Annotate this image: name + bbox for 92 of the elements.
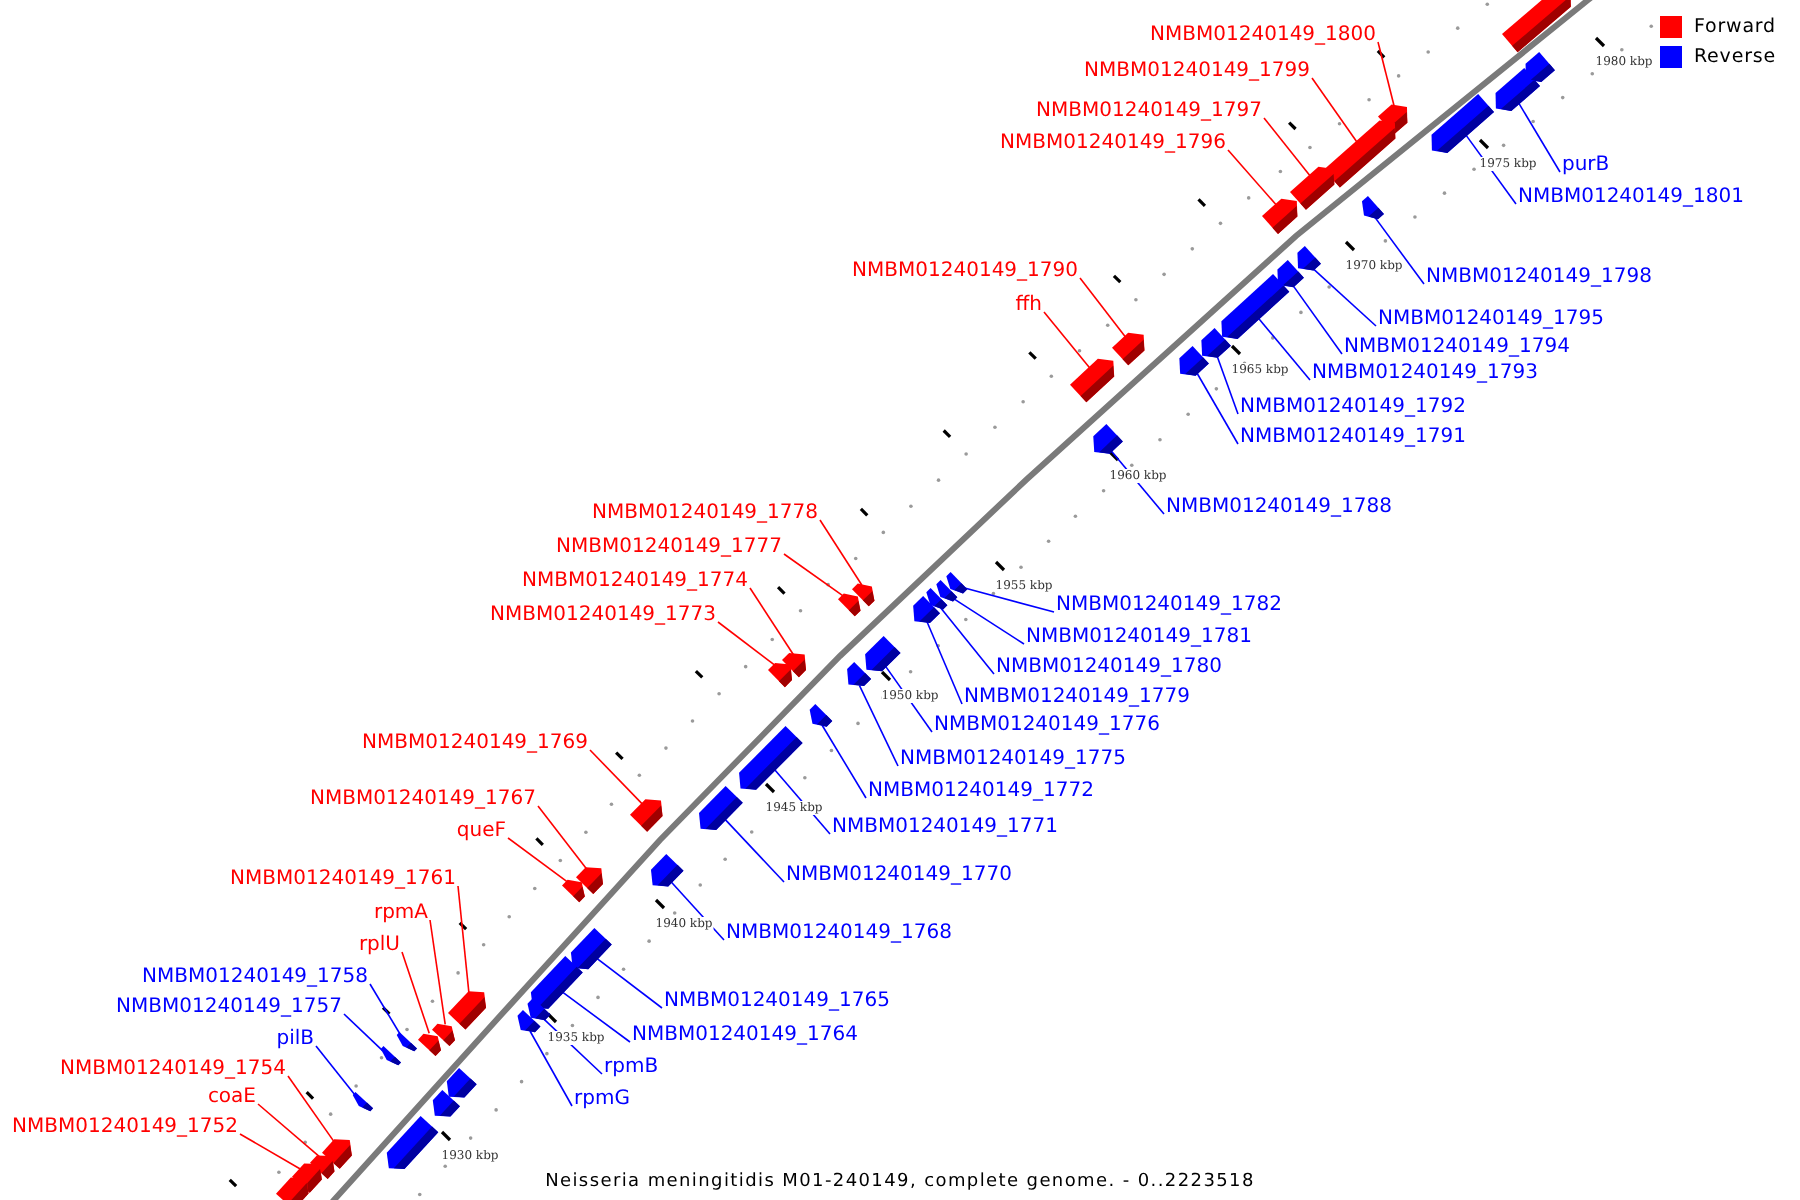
leader-line <box>1043 311 1092 371</box>
leader-line <box>559 989 631 1043</box>
gene-label: NMBM01240149_1792 <box>1240 396 1466 420</box>
leader-line <box>401 951 430 1034</box>
legend-label: Forward <box>1693 16 1776 38</box>
leader-line <box>1373 215 1425 285</box>
leader-line <box>507 837 571 885</box>
gene-label: NMBM01240149_1779 <box>964 686 1190 710</box>
leader-line <box>429 919 446 1026</box>
gene-label: NMBM01240149_1757 <box>116 996 342 1020</box>
leader-line <box>1377 41 1395 107</box>
gene-block <box>378 1046 402 1069</box>
gene-label: rpmA <box>373 902 428 926</box>
gene-label: NMBM01240149_1781 <box>1026 626 1252 650</box>
gene-label: NMBM01240149_1798 <box>1426 266 1652 290</box>
gene-label: NMBM01240149_1790 <box>852 260 1078 284</box>
gene-block <box>418 1028 447 1057</box>
gene-label: NMBM01240149_1758 <box>142 966 368 990</box>
gene-label: NMBM01240149_1767 <box>310 788 536 812</box>
gene-label: NMBM01240149_1777 <box>556 536 782 560</box>
leader-line <box>1256 315 1311 381</box>
leader-line <box>343 1013 384 1052</box>
leader-line <box>593 955 663 1009</box>
leader-line <box>1263 117 1313 179</box>
leader-line <box>239 1133 304 1171</box>
gene-label: NMBM01240149_1780 <box>996 656 1222 680</box>
gene-label: purB <box>1562 154 1610 178</box>
gene-label: NMBM01240149_1764 <box>632 1024 858 1048</box>
gene-label: NMBM01240149_1774 <box>522 570 748 594</box>
legend-label: Reverse <box>1693 46 1776 68</box>
gene-block <box>562 874 591 903</box>
gene-label: NMBM01240149_1769 <box>362 732 588 756</box>
gene-label: rpmB <box>604 1056 659 1080</box>
gene-label: NMBM01240149_1772 <box>868 780 1094 804</box>
gene-label: NMBM01240149_1776 <box>934 714 1160 738</box>
leader-line <box>668 879 725 941</box>
leader-line <box>821 724 867 799</box>
gene-label: NMBM01240149_1765 <box>664 990 890 1014</box>
leader-line <box>257 1103 321 1158</box>
gene-label: NMBM01240149_1791 <box>1240 426 1466 450</box>
gene-label: NMBM01240149_1775 <box>900 748 1126 772</box>
gene-label: NMBM01240149_1770 <box>786 864 1012 888</box>
leader-line <box>369 983 402 1036</box>
gene-label: NMBM01240149_1788 <box>1166 496 1392 520</box>
caption: Neisseria meningitidis M01-240149, complete genome. - 0..2223518 <box>545 1172 1255 1192</box>
leader-line <box>529 1030 573 1107</box>
leader-line <box>287 1075 337 1145</box>
gene-label: NMBM01240149_1768 <box>726 922 952 946</box>
gene-label: NMBM01240149_1800 <box>1150 24 1376 48</box>
leader-line <box>457 885 470 997</box>
gene-label: NMBM01240149_1782 <box>1056 594 1282 618</box>
gene-label: queF <box>456 820 506 844</box>
gene-label: NMBM01240149_1778 <box>592 502 818 526</box>
leader-line <box>819 519 863 586</box>
gene-block <box>394 1032 418 1055</box>
gene-label: rpmG <box>574 1088 630 1112</box>
leader-line <box>1291 283 1343 355</box>
gene-label: pilB <box>276 1028 314 1052</box>
gene-label: NMBM01240149_1761 <box>230 868 456 892</box>
leader-line <box>940 607 995 675</box>
gene-label: NMBM01240149_1795 <box>1378 308 1604 332</box>
gene-label: NMBM01240149_1793 <box>1312 362 1538 386</box>
leader-line <box>315 1045 357 1097</box>
leader-line <box>1516 100 1561 173</box>
leader-line <box>717 621 779 668</box>
gene-label: NMBM01240149_1799 <box>1084 60 1310 84</box>
leader-line <box>537 805 588 871</box>
gene-label: NMBM01240149_1801 <box>1518 186 1744 210</box>
gene-label: NMBM01240149_1797 <box>1036 100 1262 124</box>
leader-line <box>1216 354 1239 415</box>
leader-line <box>952 597 1025 645</box>
leader-line <box>783 553 846 599</box>
leader-line <box>1310 266 1377 327</box>
gene-label: NMBM01240149_1794 <box>1344 336 1570 360</box>
leader-line <box>858 684 899 767</box>
leader-line <box>1079 277 1129 341</box>
gene-label: ffh <box>1015 294 1042 318</box>
gene-label: NMBM01240149_1752 <box>12 1116 238 1140</box>
leader-line <box>749 587 795 656</box>
gene-label: NMBM01240149_1796 <box>1000 132 1226 156</box>
leader-line <box>1195 370 1239 445</box>
leader-line <box>589 749 646 808</box>
gene-block <box>350 1092 374 1115</box>
leader-line <box>722 816 785 883</box>
gene-label: NMBM01240149_1771 <box>832 816 1058 840</box>
leader-line <box>1311 77 1359 144</box>
gene-label: rplU <box>358 934 400 958</box>
leader-line <box>1227 149 1278 207</box>
gene-label: coaE <box>207 1086 256 1110</box>
gene-label: NMBM01240149_1773 <box>490 604 716 628</box>
leader-line <box>926 621 963 705</box>
gene-label: NMBM01240149_1754 <box>60 1058 286 1082</box>
